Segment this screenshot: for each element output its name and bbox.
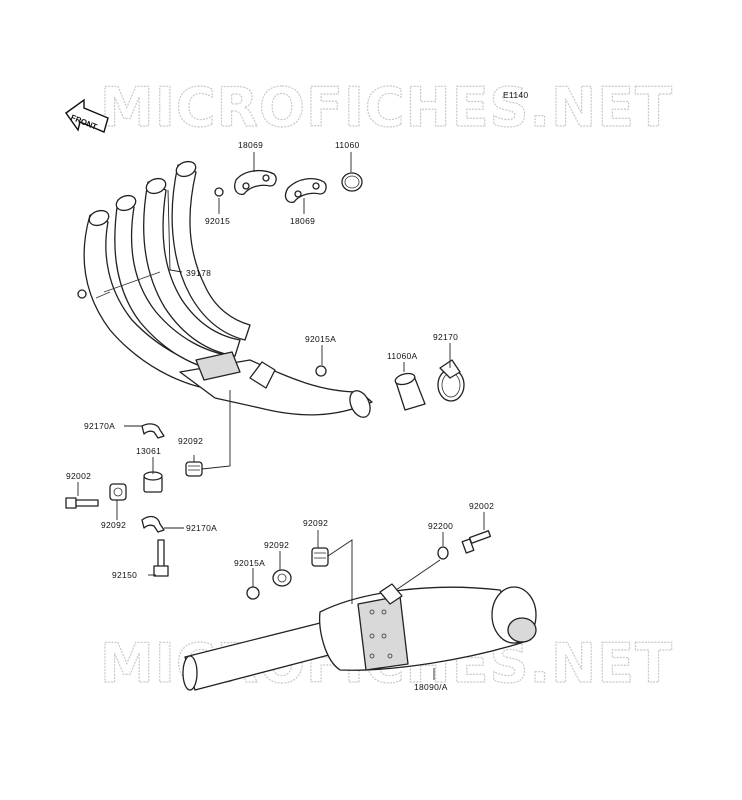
clamp-92170a-upper	[141, 423, 165, 439]
bolt-92002-left	[65, 497, 99, 509]
label-92170a-lower: 92170A	[186, 523, 217, 533]
label-92002-right: 92002	[469, 501, 494, 511]
nut-92015	[214, 187, 224, 197]
label-92200: 92200	[428, 521, 453, 531]
label-92092-a: 92092	[178, 436, 203, 446]
label-92092-c: 92092	[264, 540, 289, 550]
nut-92015a-upper	[315, 365, 327, 377]
bolt-92002-right	[461, 530, 492, 554]
label-18069-upper: 18069	[238, 140, 263, 150]
label-92015a-lower: 92015A	[234, 558, 265, 568]
label-92150: 92150	[112, 570, 137, 580]
watermark-top: MICROFICHES.NET	[100, 76, 673, 139]
label-92092-b: 92092	[101, 520, 126, 530]
label-92015a-upper: 92015A	[305, 334, 336, 344]
grommet-92092-c	[272, 569, 292, 587]
exhaust-header-pipes	[77, 160, 373, 418]
nut-92015a-lower	[246, 586, 260, 600]
collar-13061	[143, 471, 163, 493]
label-92170a-upper: 92170A	[84, 421, 115, 431]
front-arrow-icon: FRONT	[65, 98, 109, 133]
label-11060: 11060	[335, 140, 360, 150]
clamp-92170a-lower	[141, 515, 165, 533]
diagram-code: E1140	[503, 90, 528, 100]
label-92170: 92170	[433, 332, 458, 342]
label-39178: 39178	[186, 268, 211, 278]
label-18090a: 18090/A	[414, 682, 448, 692]
label-92002-left: 92002	[66, 471, 91, 481]
flange-18069-left	[234, 169, 277, 196]
grommet-92092-d	[311, 547, 329, 567]
gasket-11060a	[394, 372, 426, 411]
label-18069-lower: 18069	[290, 216, 315, 226]
bolt-92150	[153, 539, 169, 577]
label-13061: 13061	[136, 446, 161, 456]
flange-18069-right	[284, 177, 327, 204]
muffler-18090a	[182, 583, 537, 691]
grommet-92092-b	[109, 483, 127, 501]
label-92092-d: 92092	[303, 518, 328, 528]
grommet-92092-a	[185, 461, 203, 477]
label-92015: 92015	[205, 216, 230, 226]
washer-92200	[437, 546, 449, 560]
label-11060a: 11060A	[387, 351, 418, 361]
leader-lines	[77, 152, 485, 680]
clamp-92170	[437, 359, 465, 402]
